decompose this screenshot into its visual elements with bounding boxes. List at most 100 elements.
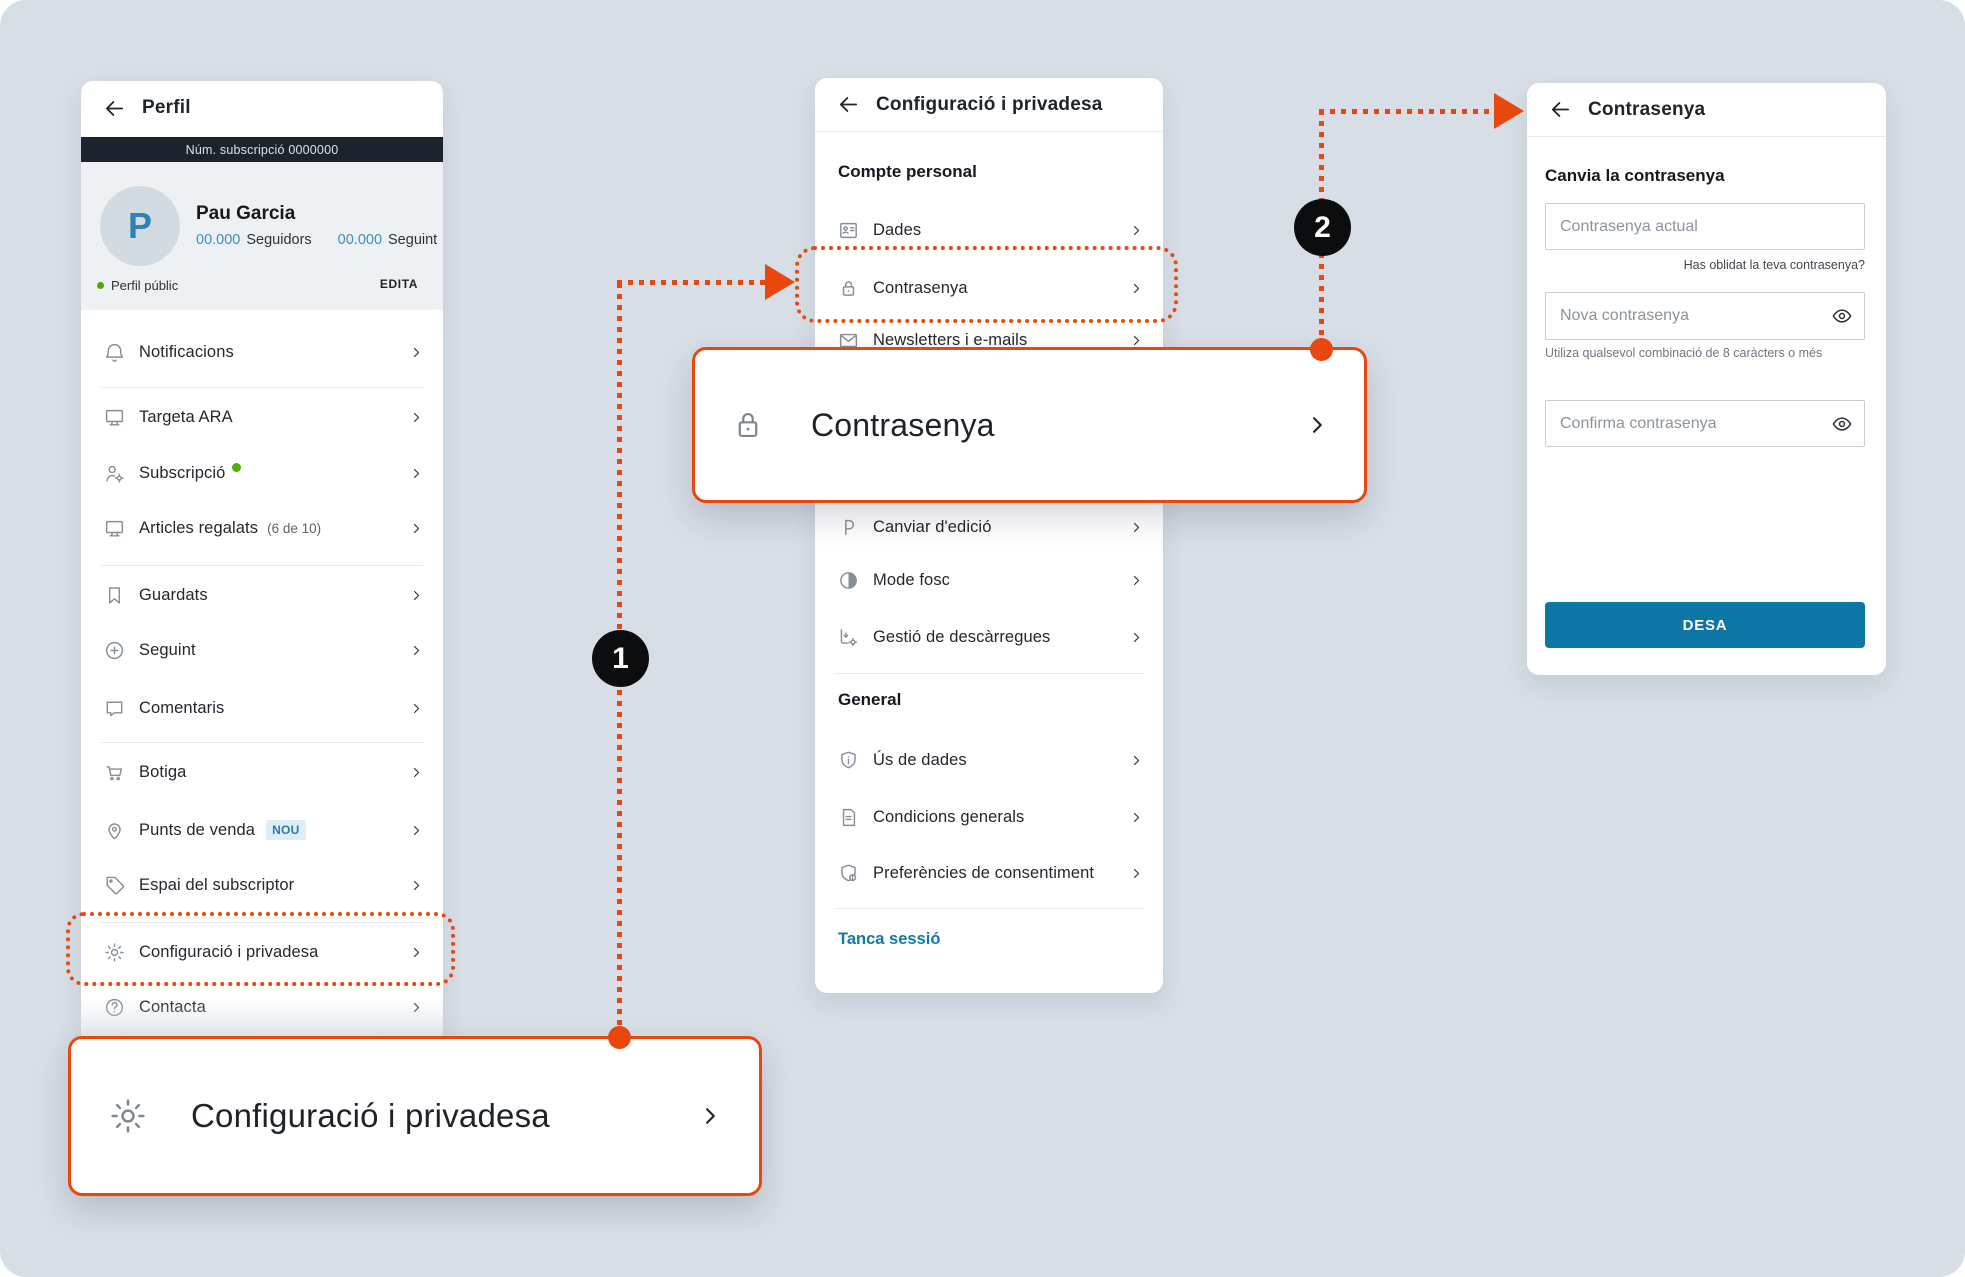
back-arrow-icon[interactable] xyxy=(837,93,860,116)
settings-item-consentiment[interactable]: Preferències de consentiment xyxy=(835,845,1145,901)
new-password-input[interactable] xyxy=(1545,292,1865,340)
document-icon xyxy=(837,806,860,829)
downloads-icon xyxy=(837,626,860,649)
following-label: Seguint xyxy=(388,232,438,248)
settings-item-label: Mode fosc xyxy=(873,570,951,589)
user-stats: 00.000 Seguidors 00.000 Seguint xyxy=(196,232,437,248)
connector-line-2-horizontal xyxy=(1319,109,1495,114)
callout-settings-row[interactable]: Configuració i privadesa xyxy=(68,1036,762,1196)
divider xyxy=(101,565,423,566)
nou-badge: NOU xyxy=(266,820,306,840)
lock-icon xyxy=(837,277,860,300)
save-button[interactable]: DESA xyxy=(1545,602,1865,648)
menu-item-punts-de-venda[interactable]: Punts de venda NOU xyxy=(101,802,425,858)
new-password-field-wrap xyxy=(1545,292,1865,340)
chevron-right-icon xyxy=(1128,865,1145,882)
page-title: Configuració i privadesa xyxy=(876,93,1103,115)
settings-item-canviar-edicio[interactable]: Canviar d'edició xyxy=(835,499,1145,555)
menu-item-label: Articles regalats xyxy=(139,518,259,537)
connector-line-1-horizontal xyxy=(617,280,765,285)
divider xyxy=(101,742,423,743)
section-title-general: General xyxy=(838,690,902,709)
green-notification-dot xyxy=(232,462,242,472)
chevron-right-icon xyxy=(697,1103,723,1129)
bookmark-icon xyxy=(103,584,126,607)
followers-count: 00.000 xyxy=(196,232,241,248)
user-name: Pau Garcia xyxy=(196,203,296,224)
divider xyxy=(835,673,1143,674)
chevron-right-icon xyxy=(1128,809,1145,826)
menu-item-seguint[interactable]: Seguint xyxy=(101,622,425,678)
settings-item-newsletters[interactable]: Newsletters i e-mails xyxy=(835,312,1145,368)
arrowhead-1 xyxy=(765,264,795,300)
chevron-right-icon xyxy=(1128,572,1145,589)
password-panel: Contrasenya Canvia la contrasenya Has ob… xyxy=(1527,83,1886,675)
settings-item-condicions[interactable]: Condicions generals xyxy=(835,789,1145,845)
menu-item-label: Espai del subscriptor xyxy=(139,875,295,894)
chevron-right-icon xyxy=(1128,629,1145,646)
chevron-right-icon xyxy=(1128,280,1145,297)
profile-panel: Perfil Núm. subscripció 0000000 P Pau Ga… xyxy=(81,81,443,1057)
change-password-heading: Canvia la contrasenya xyxy=(1545,166,1725,185)
menu-item-targeta-ara[interactable]: Targeta ARA xyxy=(101,389,425,445)
menu-item-espai-subscriptor[interactable]: Espai del subscriptor xyxy=(101,857,425,913)
menu-item-subscripcio[interactable]: Subscripció xyxy=(101,445,425,501)
menu-item-articles-regalats[interactable]: Articles regalats (6 de 10) xyxy=(101,500,425,556)
highlight-rect-password-item xyxy=(795,246,1178,323)
eye-icon[interactable] xyxy=(1831,305,1853,327)
menu-item-label: Subscripció xyxy=(139,463,226,482)
confirm-password-field-wrap xyxy=(1545,400,1865,447)
settings-item-label: Gestió de descàrregues xyxy=(873,627,1051,646)
chevron-right-icon xyxy=(408,344,425,361)
status-label: Perfil públic xyxy=(111,278,179,293)
chevron-right-icon xyxy=(408,700,425,717)
back-arrow-icon[interactable] xyxy=(103,97,126,120)
chevron-right-icon xyxy=(1304,412,1330,438)
back-arrow-icon[interactable] xyxy=(1549,98,1572,121)
settings-item-dades[interactable]: Dades xyxy=(835,202,1145,258)
settings-item-descarregues[interactable]: Gestió de descàrregues xyxy=(835,609,1145,665)
chevron-right-icon xyxy=(1128,519,1145,536)
current-password-input[interactable] xyxy=(1545,203,1865,250)
chevron-right-icon xyxy=(408,944,425,961)
settings-item-contrasenya[interactable]: Contrasenya xyxy=(835,260,1145,316)
comment-icon xyxy=(103,697,126,720)
shield-info-icon xyxy=(837,749,860,772)
chevron-right-icon xyxy=(1128,332,1145,349)
callout-password-row[interactable]: Contrasenya xyxy=(692,347,1367,503)
settings-item-label: Newsletters i e-mails xyxy=(873,330,1028,349)
eye-icon[interactable] xyxy=(1831,413,1853,435)
callout-label: Contrasenya xyxy=(811,406,995,443)
dark-mode-icon xyxy=(837,569,860,592)
settings-item-mode-fosc[interactable]: Mode fosc xyxy=(835,552,1145,608)
menu-item-label: Guardats xyxy=(139,585,208,604)
highlight-rect-settings-item xyxy=(66,912,455,986)
menu-item-label: Targeta ARA xyxy=(139,407,233,426)
p-edition-icon xyxy=(837,516,860,539)
password-hint: Utiliza qualsevol combinació de 8 caràct… xyxy=(1545,346,1823,360)
menu-item-guardats[interactable]: Guardats xyxy=(101,567,425,623)
card-screen-icon xyxy=(103,406,126,429)
step-marker-2: 2 xyxy=(1294,199,1351,256)
menu-item-botiga[interactable]: Botiga xyxy=(101,744,425,800)
logout-link[interactable]: Tanca sessió xyxy=(838,930,941,948)
chevron-right-icon xyxy=(408,465,425,482)
settings-item-label: Canviar d'edició xyxy=(873,517,992,536)
menu-item-notificacions[interactable]: Notificacions xyxy=(101,324,425,380)
settings-item-us-de-dades[interactable]: Ús de dades xyxy=(835,732,1145,788)
forgot-password-link[interactable]: Has oblidat la teva contrasenya? xyxy=(1683,258,1865,272)
mail-icon xyxy=(837,329,860,352)
edit-profile-button[interactable]: EDITA xyxy=(379,277,418,291)
page-title: Contrasenya xyxy=(1588,98,1706,120)
following-count: 00.000 xyxy=(337,232,383,248)
settings-header: Configuració i privadesa xyxy=(815,78,1163,132)
confirm-password-input[interactable] xyxy=(1545,400,1865,447)
cart-icon xyxy=(103,761,126,784)
shield-person-icon xyxy=(837,862,860,885)
menu-item-configuracio-privadesa[interactable]: Configuració i privadesa xyxy=(101,924,425,980)
lock-icon xyxy=(729,406,767,444)
menu-item-comentaris[interactable]: Comentaris xyxy=(101,680,425,736)
password-header: Contrasenya xyxy=(1527,83,1886,137)
menu-item-label: Configuració i privadesa xyxy=(139,942,319,961)
chevron-right-icon xyxy=(408,877,425,894)
